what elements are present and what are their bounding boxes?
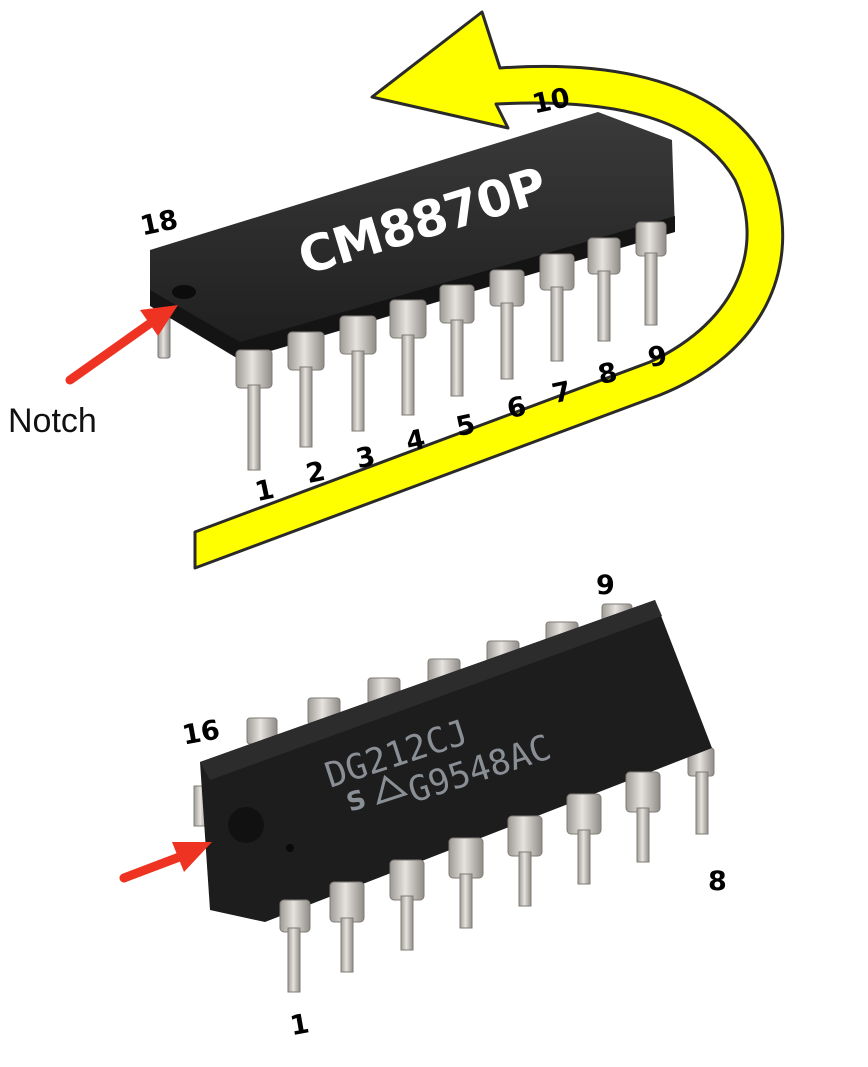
notch-label: Notch: [8, 402, 97, 440]
pin2-6: [566, 793, 602, 885]
pin-5: [439, 284, 475, 397]
chip-cm8870p: CM8870P: [150, 112, 675, 471]
pin2-7: [625, 771, 661, 863]
pin-4: [389, 299, 427, 416]
notch-pointer: [65, 305, 178, 385]
pin-1: [235, 349, 273, 471]
pin2-3: [389, 859, 425, 951]
pin-number-10: 10: [529, 82, 572, 120]
front-pins-2: [279, 771, 661, 993]
pin-number-1-b: 1: [288, 1008, 312, 1042]
ic-notch-2: [228, 807, 264, 843]
ic-body: [150, 112, 675, 358]
pin-number-9-b: 9: [596, 570, 615, 601]
pin-number-8-b: 8: [708, 866, 727, 897]
notch-pointer-2: [119, 842, 212, 883]
ic-notch: [172, 285, 196, 299]
pin-number-2: 2: [303, 456, 328, 490]
pin2-4: [448, 837, 484, 929]
pin-2: [287, 331, 325, 448]
pin-3: [339, 315, 377, 432]
pin-number-18: 18: [137, 204, 180, 242]
pin-9: [635, 221, 667, 326]
pin-7: [539, 253, 575, 362]
front-pins: [235, 221, 667, 471]
direction-arrow: [193, 10, 785, 570]
pin-number-16: 16: [180, 714, 222, 751]
pin-8: [587, 237, 621, 342]
pin1-dot: [286, 844, 294, 852]
pin2-1: [279, 899, 311, 993]
bottom-pin-numbers: 16 9 8 1: [180, 570, 727, 1042]
pin2-5: [507, 815, 543, 907]
pin-6: [489, 269, 525, 380]
pin2-2: [329, 881, 365, 973]
pin-number-1: 1: [252, 474, 277, 508]
chip-dg212cj: DG212CJ S G9548AC: [193, 600, 715, 993]
ic-body-2: [200, 600, 712, 922]
